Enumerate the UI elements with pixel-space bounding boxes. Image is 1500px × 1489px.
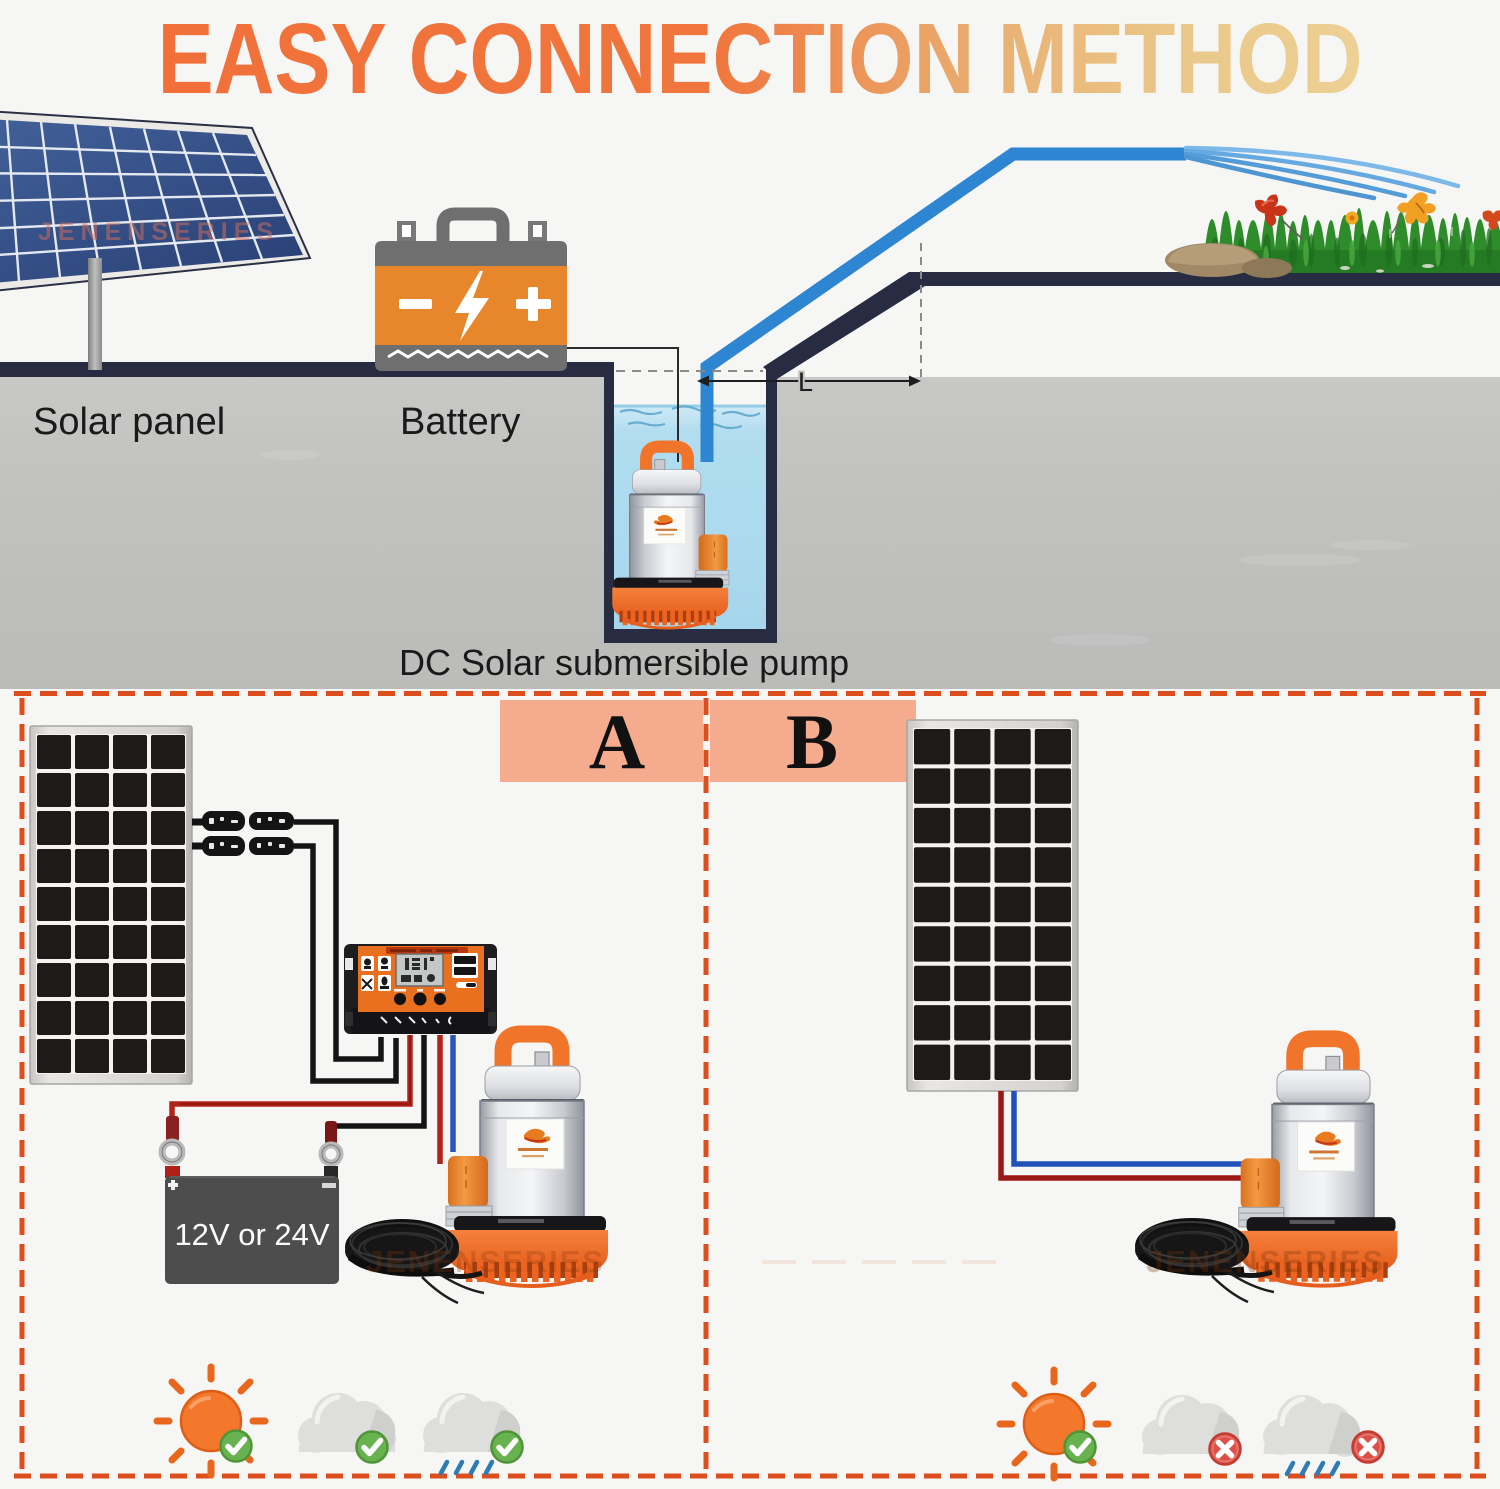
svg-text:12V or 24V: 12V or 24V [174,1217,329,1252]
svg-text:JENENSERIES: JENENSERIES [366,1244,605,1279]
svg-text:A: A [589,698,645,785]
svg-text:B: B [786,698,838,785]
svg-text:JENENSERIES: JENENSERIES [38,218,279,246]
svg-text:JENENSERIES: JENENSERIES [1146,1244,1385,1279]
svg-text:EASY CONNECTION METHOD: EASY CONNECTION METHOD [158,3,1363,115]
svg-text:L: L [798,367,813,397]
svg-text:DC Solar submersible pump: DC Solar submersible pump [399,642,849,683]
svg-text:Battery: Battery [400,401,520,443]
svg-text:Solar panel: Solar panel [33,401,225,443]
